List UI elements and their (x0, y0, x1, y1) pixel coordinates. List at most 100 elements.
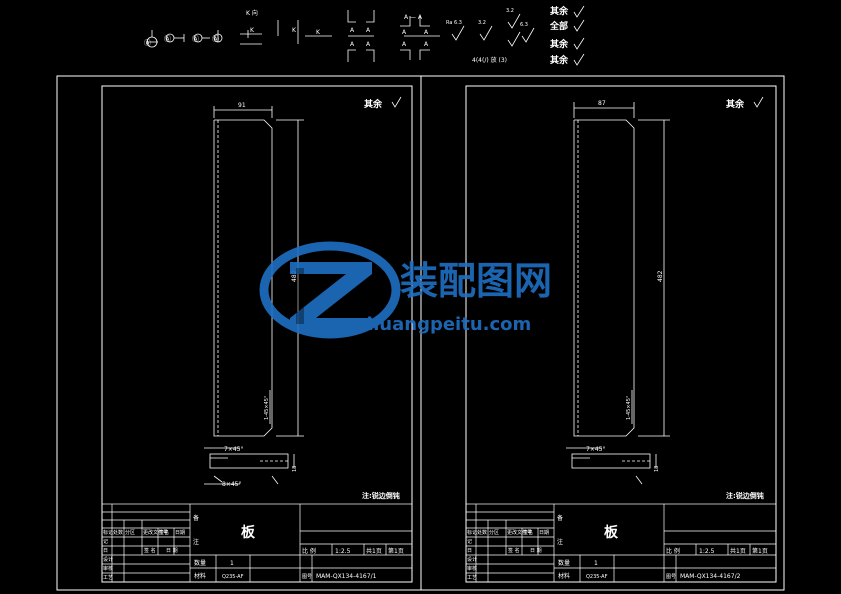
thickness-dimension: 18 (654, 466, 660, 472)
drawing-left: 91 482 1-45×45° 7×45° 8×45° 18 其余 注:锐边倒钝 (101, 85, 413, 583)
row-label: 设计 (467, 556, 477, 563)
sign-col: 日 期 (166, 548, 178, 554)
scale-value: 1:2.5 (699, 548, 715, 555)
legend-label: A (402, 29, 407, 36)
tech-note: 注:锐边倒钝 (726, 491, 764, 500)
row-label: 审核 (103, 565, 113, 572)
legend-symbol: Ⓐ (212, 35, 219, 43)
mat-label: 材料 (558, 572, 570, 580)
legend-mark: 3.2 (506, 8, 514, 14)
width-dimension: 87 (598, 100, 606, 107)
legend-label: A (366, 41, 371, 48)
legend-label: 4(4(/) 放 (3) (472, 56, 507, 64)
rev-col: 签名 (159, 529, 169, 536)
scale-label: 比 例 (666, 547, 680, 555)
material-value: Q235-AF (222, 574, 244, 580)
sign-col: 日 期 (530, 548, 542, 554)
sheet-no: 第1页 (752, 547, 768, 555)
legend-label: A (424, 29, 429, 36)
width-dimension: 91 (238, 102, 246, 109)
part-outline (204, 106, 304, 485)
row-label: 设计 (103, 556, 113, 563)
roughness-icon (391, 96, 402, 108)
thickness-dimension: 18 (292, 466, 298, 472)
legend-symbol: Ⓐ (164, 35, 171, 43)
watermark: 装配图网 zhuangpeitu.com (259, 241, 552, 339)
legend-note: 全部 (549, 20, 568, 32)
rev-col: 处数 (477, 529, 487, 536)
legend-mark: Ra 6.3 (446, 20, 462, 26)
rev-col: 标记 (103, 529, 113, 536)
title-block (465, 503, 777, 583)
height-dimension: 482 (291, 270, 298, 282)
legend-note: 其余 (550, 54, 569, 66)
qty-value: 1 (594, 560, 598, 567)
height-dimension: 482 (657, 270, 664, 282)
watermark-cn: 装配图网 (400, 259, 552, 303)
scale-value: 1:2.5 (335, 548, 351, 555)
rev-col: 签名 (523, 529, 533, 536)
material-value: Q235-AF (586, 574, 608, 580)
watermark-url: zhuangpeitu.com (356, 314, 531, 335)
drawing-title: 板 (604, 524, 619, 541)
top-chamfer: 7×45° (224, 446, 243, 453)
part-number: MAM-QX134-4167/2 (680, 573, 741, 580)
legend-strip (146, 5, 585, 66)
drawing-right: 87 482 1-45×45° 7×45° 18 其余 注:锐边倒钝 (465, 85, 777, 583)
legend-mark: 3.2 (478, 20, 486, 26)
left-label: 日 (467, 548, 472, 554)
side-label: 注 (193, 538, 199, 546)
legend-label: A (350, 41, 355, 48)
sheets-total: 共1页 (366, 547, 382, 555)
rev-col: 标记 (467, 529, 477, 536)
legend-label: K (316, 29, 321, 36)
rev-col: 更改文件号 (507, 529, 532, 536)
legend-label: A (366, 27, 371, 34)
drawing-title: 板 (241, 524, 256, 541)
top-chamfer: 7×45° (586, 446, 605, 453)
side-chamfer: 1-45×45° (264, 395, 270, 420)
sheet-no: 第1页 (388, 547, 404, 555)
legend-label: A (424, 41, 429, 48)
mat-label: 材料 (194, 572, 206, 580)
scale-label: 比 例 (302, 547, 316, 555)
rev-col: 分区 (125, 529, 135, 536)
legend-label: A (402, 41, 407, 48)
rev-col: 更改文件号 (143, 529, 168, 536)
drawing-label: 图号 (666, 574, 676, 580)
rev-col: 日期 (175, 530, 185, 536)
qty-value: 1 (230, 560, 234, 567)
legend-mark: 6.3 (520, 22, 528, 28)
legend-symbol: Ⓐ (144, 39, 151, 47)
row-label: 工艺 (103, 575, 113, 581)
tech-note: 注:锐边倒钝 (362, 491, 400, 500)
rev-col: 日期 (539, 530, 549, 536)
rev-col: 处数 (113, 529, 123, 536)
left-label: 记 (103, 538, 108, 545)
roughness-icon (753, 96, 764, 108)
legend-text: Ⓐ Ⓐ Ⓐ Ⓐ K 向 K K K A A A A A — A A A A A … (144, 5, 569, 66)
rev-col: 分区 (489, 529, 499, 536)
side-label: 备 (557, 514, 563, 522)
legend-label: A — A (404, 14, 423, 21)
legend-note: 其余 (550, 5, 569, 17)
side-label: 注 (557, 538, 563, 546)
legend-label: K 向 (246, 9, 258, 17)
left-label: 记 (467, 538, 472, 545)
drawing-label: 图号 (302, 574, 312, 580)
legend-label: K (292, 27, 297, 34)
surface-note: 其余 (726, 98, 745, 110)
legend-label: K (250, 27, 255, 34)
row-label: 工艺 (467, 575, 477, 581)
bottom-chamfer: 8×45° (222, 481, 241, 488)
row-label: 审核 (467, 565, 477, 572)
title-block (101, 503, 413, 583)
legend-symbol: Ⓐ (192, 35, 199, 43)
qty-label: 数量 (194, 559, 206, 567)
weld-symbol-icon (213, 33, 223, 43)
qty-label: 数量 (558, 559, 570, 567)
part-outline (566, 102, 670, 485)
side-chamfer: 1-45×45° (626, 395, 632, 420)
legend-label: A (350, 27, 355, 34)
